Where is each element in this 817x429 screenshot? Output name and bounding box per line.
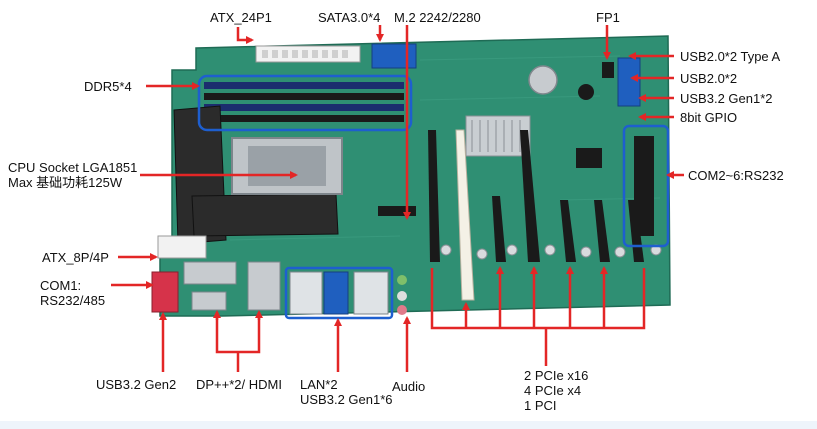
chipset-fins	[471, 120, 521, 152]
atx24-pins	[262, 50, 348, 58]
cmos-battery	[528, 65, 558, 95]
cpu-socket-inner	[248, 146, 326, 186]
label-usb32-gen2: USB3.2 Gen2	[96, 377, 177, 392]
ddr5-slots	[204, 82, 404, 122]
leader-pcie-bracket	[430, 268, 646, 330]
board-image	[151, 35, 671, 317]
label-pcie: 2 PCIe x16 4 PCIe x4 1 PCI	[524, 368, 589, 413]
io-chip	[576, 148, 602, 168]
capacitors	[440, 244, 662, 260]
usb-headers	[617, 57, 641, 107]
label-atx8: ATX_8P/4P	[42, 250, 109, 265]
fp1-header	[602, 62, 614, 78]
buzzer	[578, 84, 594, 100]
leader-dp-hdmi-bracket	[215, 314, 261, 354]
label-sata: SATA3.0*4	[318, 10, 381, 25]
ddr5-highlight	[197, 74, 413, 132]
label-com2-6: COM2~6:RS232	[688, 168, 784, 183]
label-lan-usb: LAN*2 USB3.2 Gen1*6	[300, 377, 393, 407]
footer-strip	[0, 421, 817, 429]
m2-slot	[378, 206, 416, 216]
leader-atx24	[236, 27, 254, 44]
callout-lines	[111, 25, 684, 372]
vrm-heatsink-bottom	[191, 193, 339, 237]
atx8-connector	[157, 235, 207, 259]
label-dp-hdmi: DP++*2/ HDMI	[196, 377, 282, 392]
label-audio: Audio	[392, 379, 426, 394]
label-usb2: USB2.0*2	[680, 71, 738, 86]
label-gpio: 8bit GPIO	[680, 110, 738, 125]
rear-io	[151, 261, 407, 315]
label-usb32-gen1: USB3.2 Gen1*2	[680, 91, 773, 106]
label-cpu: CPU Socket LGA1851 Max 基础功耗125W	[8, 160, 138, 190]
chipset-heatsink	[465, 115, 531, 157]
com2-6-highlight	[622, 124, 670, 248]
label-com1: COM1: RS232/485	[40, 278, 106, 308]
com-headers	[634, 136, 654, 236]
label-ddr5: DDR5*4	[84, 79, 132, 94]
expansion-slots	[428, 129, 644, 301]
sata-connectors	[371, 43, 417, 69]
label-usb2-typea: USB2.0*2 Type A	[680, 49, 781, 64]
label-fp1: FP1	[596, 10, 620, 25]
label-atx24: ATX_24P1	[210, 10, 272, 25]
label-m2: M.2 2242/2280	[394, 10, 481, 25]
